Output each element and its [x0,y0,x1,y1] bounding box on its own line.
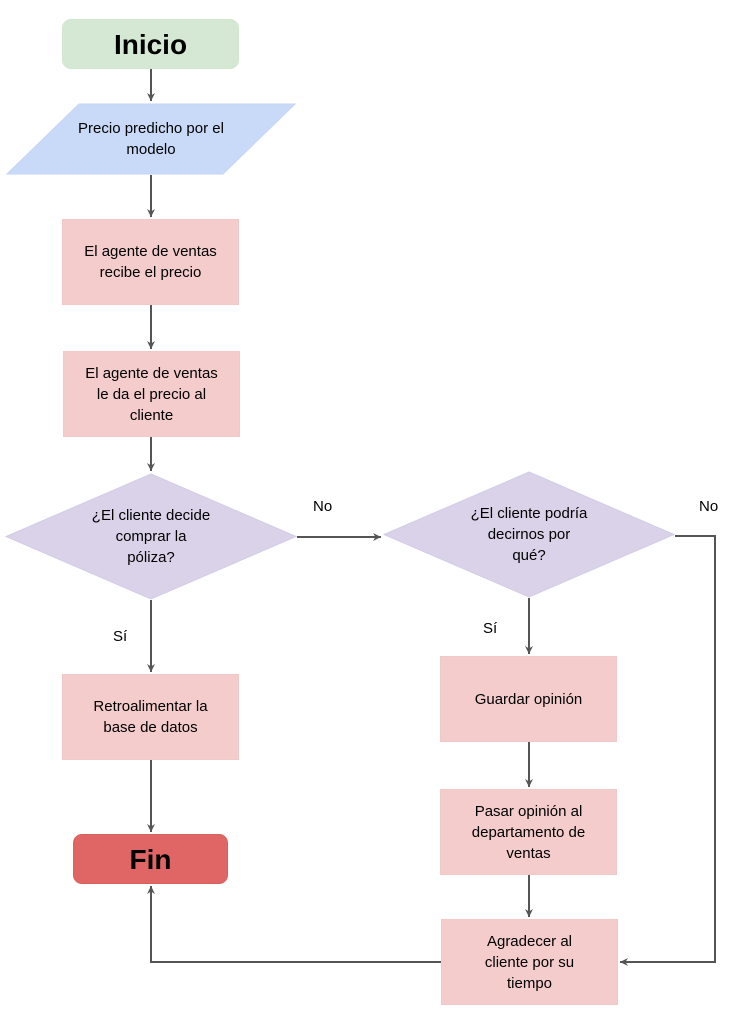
edge-label-buy-yes: Sí [113,628,128,645]
save-opinion-label: Guardar opinión [474,690,583,708]
process-feedback-db: Retroalimentar la base de datos [62,674,239,760]
process-agent-gives: El agente de ventas le da el precio al c… [63,351,240,437]
end-terminal: Fin [73,834,228,884]
process-send-opinion: Pasar opinión al departamento de ventas [440,789,617,875]
decision-buy-label: ¿El cliente decide comprar la póliza? [91,507,211,566]
decision-buy-diamond: ¿El cliente decide comprar la póliza? [5,473,297,600]
process-thank-client: Agradecer al cliente por su tiempo [441,919,618,1005]
edge-why-no [620,535,716,966]
end-label: Fin [129,843,172,875]
decision-why-label: ¿El cliente podría decirnos por qué? [470,505,588,564]
input-price-label: Precio predicho por el modelo [78,120,224,158]
thank-client-label: Agradecer al cliente por su tiempo [484,932,575,992]
agent-gives-label: El agente de ventas le da el precio al c… [85,364,218,424]
start-label: Inicio [113,28,188,60]
process-save-opinion: Guardar opinión [440,656,617,742]
process-agent-receives: El agente de ventas recibe el precio [62,219,239,305]
decision-why-diamond: ¿El cliente podría decirnos por qué? [383,471,675,598]
agent-receives-label: El agente de ventas recibe el precio [84,243,217,281]
start-terminal: Inicio [62,19,239,69]
edge-label-why-no: No [699,498,719,515]
feedback-db-label: Retroalimentar la base de datos [93,698,208,736]
edge-label-why-yes: Sí [483,620,498,637]
send-opinion-label: Pasar opinión al departamento de ventas [471,802,586,862]
edge-thank-end [147,886,441,963]
input-price-parallelogram: Precio predicho por el modelo [6,103,296,175]
edge-label-buy-no: No [313,498,333,515]
